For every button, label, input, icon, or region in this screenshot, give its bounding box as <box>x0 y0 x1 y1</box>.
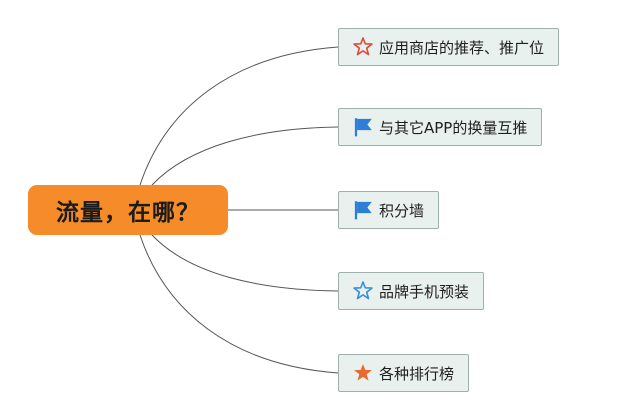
branch-node-label: 积分墙 <box>379 201 425 220</box>
central-topic-label: 流量，在哪？ <box>56 200 200 226</box>
connector-5 <box>139 234 339 374</box>
branch-node-app-store: 应用商店的推荐、推广位 <box>338 28 560 66</box>
connector-1 <box>139 46 339 186</box>
branch-node-preinstall: 品牌手机预装 <box>338 272 485 310</box>
connector-4 <box>151 234 339 292</box>
star-filled-icon <box>353 363 373 383</box>
branch-node-label: 各种排行榜 <box>379 364 455 383</box>
star-outline-icon <box>353 37 373 57</box>
connector-2 <box>151 126 339 186</box>
branch-node-label: 应用商店的推荐、推广位 <box>379 38 545 57</box>
flag-icon <box>353 200 373 220</box>
central-topic: 流量，在哪？ <box>28 185 228 235</box>
branch-node-label: 与其它APP的换量互推 <box>379 118 528 137</box>
branch-node-rankings: 各种排行榜 <box>338 354 470 392</box>
flag-icon <box>353 117 373 137</box>
branch-node-app-exchange: 与其它APP的换量互推 <box>338 108 543 146</box>
branch-node-offer-wall: 积分墙 <box>338 191 440 229</box>
branch-node-label: 品牌手机预装 <box>379 282 470 301</box>
star-outline-icon <box>353 281 373 301</box>
